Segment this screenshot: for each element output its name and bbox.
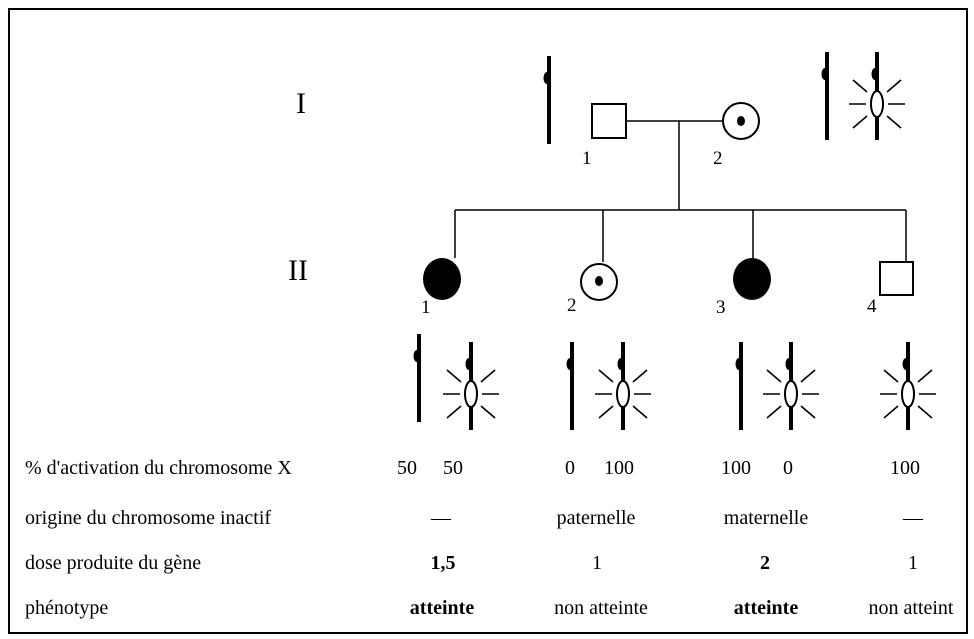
generation-label-2: II [288, 254, 308, 287]
activation-ii2-a: 0 [565, 457, 575, 479]
individual-ii2-carrier-female [580, 263, 618, 301]
individual-i2-carrier-female [722, 102, 760, 140]
origin-ii2: paternelle [557, 507, 636, 529]
chromosome-ii1-mutant [441, 340, 501, 432]
individual-ii4-number: 4 [867, 296, 877, 317]
activation-ii4: 100 [890, 457, 920, 479]
chromosome-ii3-mutant [761, 340, 821, 432]
activation-ii1-b: 50 [443, 457, 463, 479]
phenotype-ii1: atteinte [410, 597, 475, 619]
figure-frame [8, 8, 968, 634]
individual-i2-number: 2 [713, 148, 723, 169]
individual-i1-number: 1 [582, 148, 592, 169]
individual-ii4-male-square [879, 261, 914, 296]
descent-lines [454, 121, 907, 262]
dose-ii1: 1,5 [431, 552, 456, 574]
chromosome-ii4-mutant [878, 340, 938, 432]
individual-ii1-affected-female [423, 258, 461, 300]
phenotype-ii2: non atteinte [554, 597, 648, 619]
row-label-activation: % d'activation du chromosome X [25, 457, 292, 479]
row-label-dose: dose produite du gène [25, 552, 201, 574]
row-label-origin: origine du chromosome inactif [25, 507, 271, 529]
individual-ii3-affected-female [733, 258, 771, 300]
origin-ii1: — [430, 507, 452, 529]
activation-ii3-b: 0 [783, 457, 793, 479]
row-label-phenotype: phénotype [25, 597, 108, 619]
origin-ii4: — [902, 507, 924, 529]
phenotype-ii4: non atteint [869, 597, 954, 619]
individual-i1-male-square [591, 103, 627, 139]
chromosome-i1-normal [541, 54, 553, 146]
generation-label-1: I [296, 87, 306, 120]
dose-ii2: 1 [592, 552, 602, 574]
origin-ii3: maternelle [724, 507, 809, 529]
chromosome-ii3-normal [733, 340, 745, 432]
activation-ii2-b: 100 [604, 457, 634, 479]
phenotype-ii3: atteinte [734, 597, 799, 619]
activation-ii3-a: 100 [721, 457, 751, 479]
chromosome-ii2-normal [564, 340, 576, 432]
individual-ii2-number: 2 [567, 295, 577, 316]
individual-ii1-number: 1 [421, 297, 431, 318]
activation-ii1-a: 50 [397, 457, 417, 479]
dose-ii3: 2 [760, 552, 770, 574]
individual-ii3-number: 3 [716, 297, 726, 318]
dose-ii4: 1 [908, 552, 918, 574]
chromosome-i2-normal [819, 50, 831, 142]
chromosome-ii2-mutant [593, 340, 653, 432]
chromosome-i2-mutant [847, 50, 907, 142]
chromosome-ii1-normal [411, 332, 423, 424]
